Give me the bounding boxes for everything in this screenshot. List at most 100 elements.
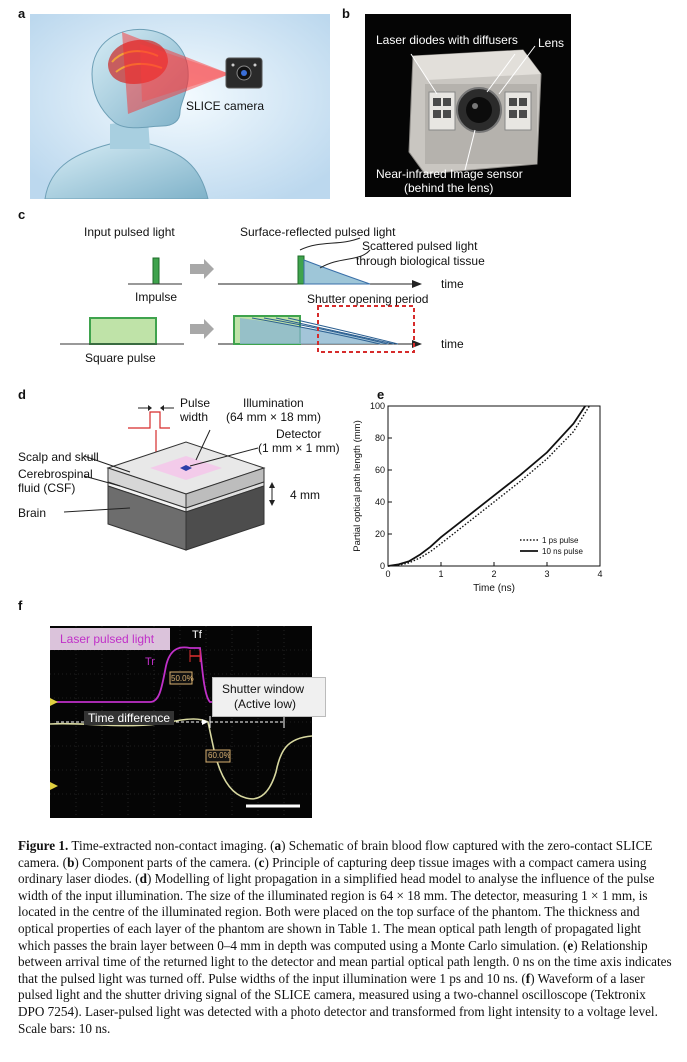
shutter-opening-label: Shutter opening period [307, 292, 429, 306]
reflected-pulse [297, 255, 305, 285]
detector-label-1: Detector [276, 427, 322, 441]
brain-layer-side [185, 485, 265, 551]
shutter-window-box [212, 677, 326, 717]
y-tick-label: 20 [375, 529, 385, 539]
caption-title: Time-extracted non-contact imaging. ( [71, 838, 275, 853]
surface-reflected-label: Surface-reflected pulsed light [240, 225, 396, 239]
oscilloscope-screen [50, 626, 312, 818]
detector-label-2: (1 mm × 1 mm) [258, 441, 340, 455]
laser-pulsed-light-label: Laser pulsed light [60, 632, 155, 646]
pulse-label-1: Pulse [180, 396, 211, 410]
time-difference-label: Time difference [84, 711, 175, 725]
caption-text-c: ) Principle of capturing deep tissue ima… [18, 854, 647, 887]
laser-label-box [50, 628, 170, 650]
sensor-label-2: (behind the lens) [404, 181, 494, 195]
time-axis-label-1: time [441, 277, 464, 291]
right-laser-diode [504, 91, 532, 131]
depth-4mm-label: 4 mm [290, 488, 320, 502]
series-line-2 [387, 405, 586, 567]
scattered-label-1: Scattered pulsed light [362, 239, 478, 253]
time-axis-label-2: time [441, 337, 464, 351]
caption-sub-a: a [274, 838, 282, 853]
x-tick-label: 1 [438, 569, 443, 579]
caption-text-d: ) Modelling of light propagation in a si… [18, 871, 655, 953]
panel-label-e: e [377, 387, 385, 402]
impulse-label: Impulse [135, 290, 178, 304]
panel-label-b: b [342, 6, 350, 21]
caption-text-a: ) Schematic of brain blood flow captured… [18, 838, 653, 870]
tr-label: Tr [145, 656, 155, 668]
y-tick-label: 80 [375, 433, 385, 443]
lens-label: Lens [538, 36, 565, 50]
x-axis-label: Time (ns) [473, 583, 515, 594]
illumination-label-1: Illumination [243, 396, 304, 410]
brain-shape [108, 39, 168, 84]
torso-shape [44, 143, 209, 200]
panel-a-illustration [30, 14, 330, 200]
caption-text-b: ) Component parts of the camera. ( [74, 854, 259, 870]
y-tick-label: 0 [380, 561, 385, 571]
pct-60-label: 60.0% [208, 751, 231, 760]
pulse-label-2: width [180, 410, 209, 424]
caption-sub-b: b [67, 854, 75, 870]
legend-label-2: 10 ns pulse [542, 547, 583, 556]
shutter-window-label-2: (Active low) [234, 697, 297, 711]
shutter-opening-box [317, 305, 415, 353]
caption-sub-f: f [525, 970, 531, 986]
illumination-label-2: (64 mm × 18 mm) [226, 410, 322, 424]
panel-label-c: c [18, 207, 26, 222]
figure-caption: Figure 1. Time-extracted non-contact ima… [18, 838, 673, 1037]
square-pulse-label: Square pulse [85, 351, 156, 365]
detector-square [180, 465, 192, 471]
y-tick-label: 100 [370, 401, 385, 411]
laser-pulse-trace [50, 646, 312, 703]
slice-camera-label: SLICE camera [186, 99, 265, 113]
pulse-width-symbol [128, 411, 170, 429]
arrow-right [190, 259, 214, 279]
input-pulsed-light-label: Input pulsed light [84, 225, 175, 239]
square-pulse [89, 317, 157, 345]
panel-b-photo [365, 14, 571, 197]
caption-text-f: ) Waveform of a laser pulsed light and t… [18, 970, 658, 1036]
legend-label-1: 1 ps pulse [542, 536, 579, 545]
x-tick-label: 0 [385, 569, 390, 579]
camera-photo [365, 14, 571, 197]
caption-sub-d: d [139, 871, 147, 887]
caption-sub-e: e [567, 937, 574, 953]
panel-label-f: f [18, 598, 23, 613]
shutter-window-label-1: Shutter window [222, 682, 305, 696]
x-tick-label: 4 [597, 569, 602, 579]
head-camera-illustration [30, 14, 330, 200]
caption-sub-c: c [258, 854, 265, 870]
impulse-pulse [152, 257, 160, 285]
shutter-drive-trace [50, 718, 312, 800]
brain-label: Brain [18, 506, 47, 520]
panel-label-a: a [18, 6, 26, 21]
chart-series [387, 405, 590, 567]
left-laser-diode [428, 91, 456, 131]
oscilloscope-waveforms [50, 626, 312, 818]
x-tick-label: 2 [491, 569, 496, 579]
y-tick-label: 40 [375, 497, 385, 507]
pct-50-label: 50.0% [171, 674, 194, 683]
scalp-skull-label: Scalp and skull [18, 450, 99, 464]
chart-legend: 1 ps pulse 10 ns pulse [520, 536, 583, 556]
light-beam [122, 32, 230, 114]
y-axis-label: Partial optical path length (mm) [352, 420, 363, 551]
csf-label-2: fluid (CSF) [18, 481, 76, 495]
panel-label-d: d [18, 387, 26, 402]
csf-label-1: Cerebrospinal [18, 467, 93, 481]
scattered-label-2: through biological tissue [356, 254, 485, 268]
sensor-label-1: Near-infrared Image sensor [376, 167, 523, 181]
laser-diodes-label: Laser diodes with diffusers [376, 33, 518, 47]
caption-fig-label: Figure 1. [18, 838, 69, 853]
y-tick-label: 60 [375, 465, 385, 475]
arrow-right-2 [190, 319, 214, 339]
scattered-tail [303, 259, 371, 285]
x-tick-label: 3 [544, 569, 549, 579]
caption-text-e: ) Relationship between arrival time of t… [18, 937, 672, 986]
phantom-model-diagram [63, 405, 275, 551]
pulse-principle-diagram [60, 237, 422, 353]
